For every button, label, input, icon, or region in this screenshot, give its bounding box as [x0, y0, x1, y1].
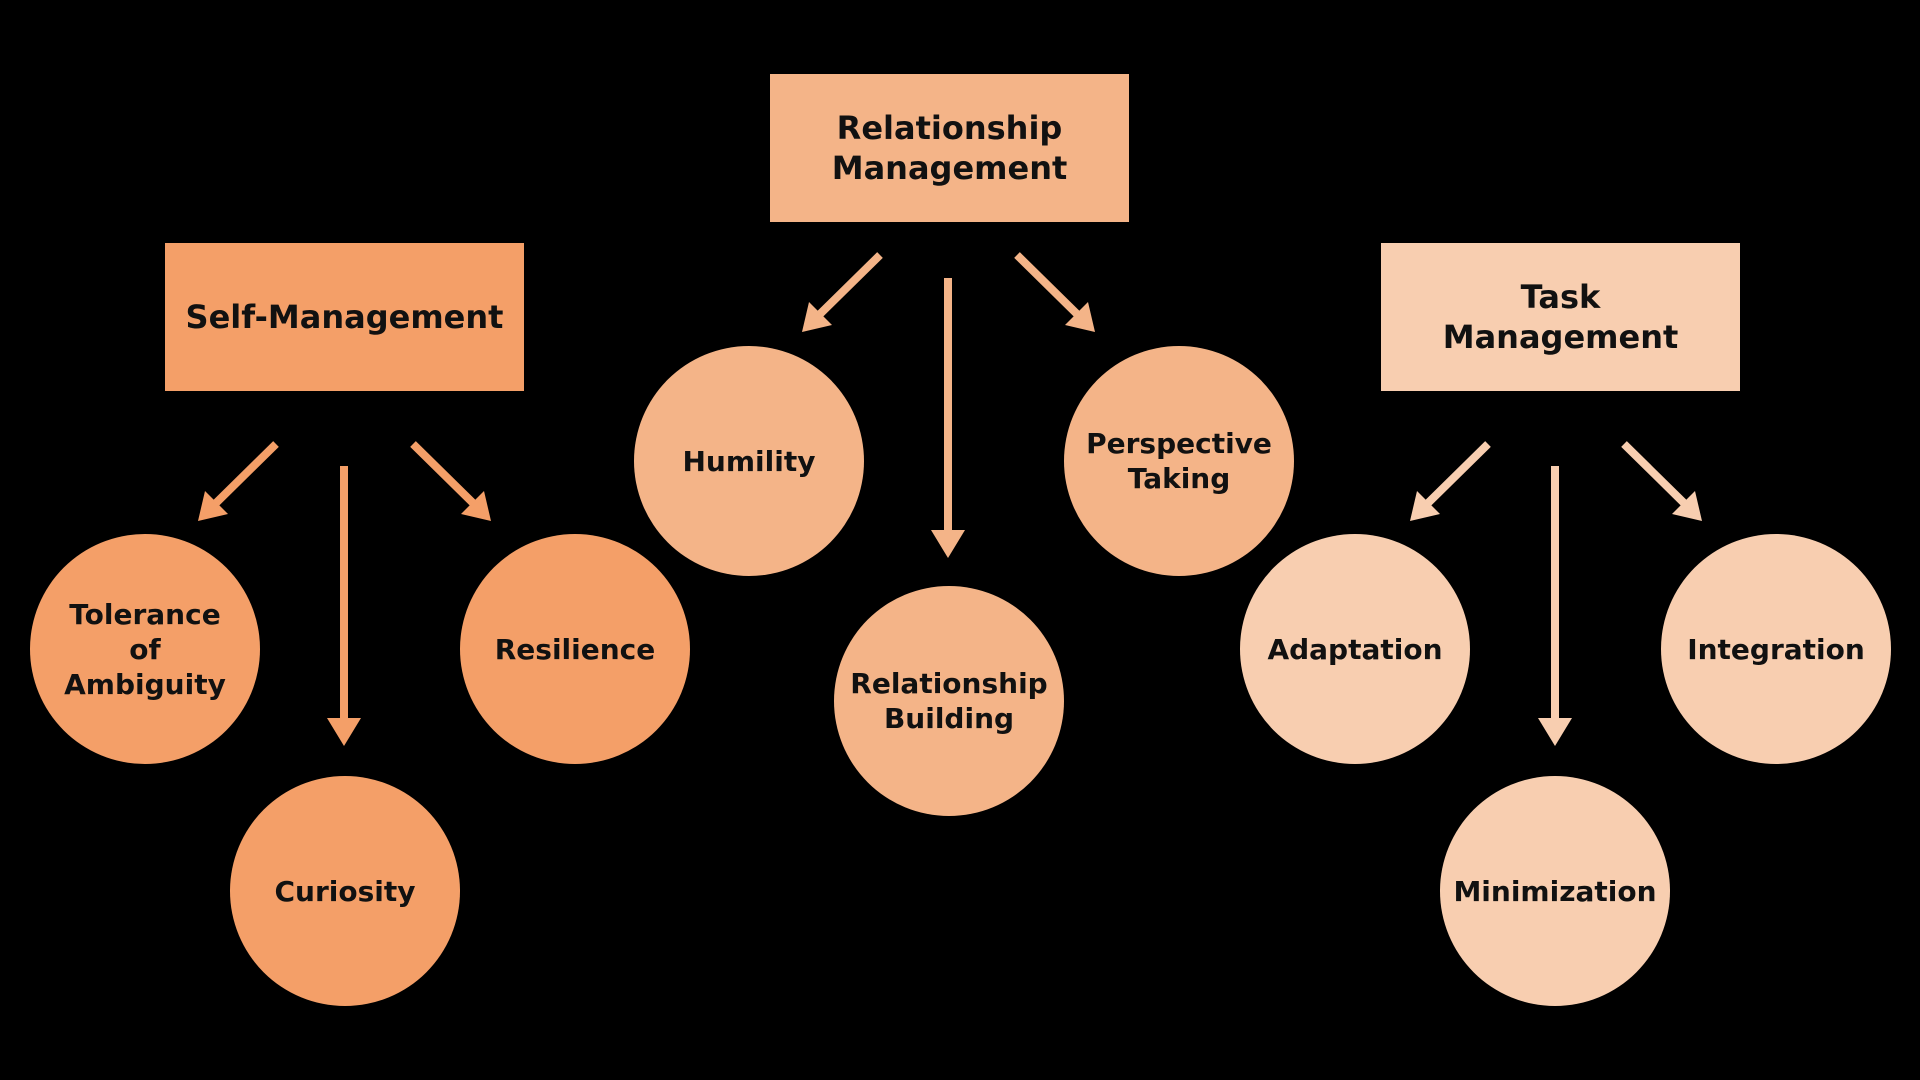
arrow-to-adaptation [1410, 441, 1491, 521]
integration-node: Integration [1661, 534, 1891, 764]
task-management-box: Task Management [1381, 243, 1740, 391]
adaptation-node: Adaptation [1240, 534, 1470, 764]
perspective-taking-node: Perspective Taking [1064, 346, 1294, 576]
relationship-management-box: Relationship Management [770, 74, 1129, 222]
tolerance-of-ambiguity-node: Tolerance of Ambiguity [30, 534, 260, 764]
resilience-node: Resilience [460, 534, 690, 764]
curiosity-node: Curiosity [230, 776, 460, 1006]
arrow-to-resilience [410, 441, 491, 521]
arrow-to-minimization [1538, 466, 1572, 746]
arrow-to-perspective-taking [1014, 252, 1095, 332]
arrow-to-curiosity [327, 466, 361, 746]
arrow-to-relationship-building [931, 278, 965, 558]
arrow-to-tolerance-of-ambiguity [198, 441, 279, 521]
arrow-to-humility [802, 252, 883, 332]
relationship-building-node: Relationship Building [834, 586, 1064, 816]
self-management-box: Self-Management [165, 243, 524, 391]
minimization-node: Minimization [1440, 776, 1670, 1006]
humility-node: Humility [634, 346, 864, 576]
arrow-to-integration [1621, 441, 1702, 521]
